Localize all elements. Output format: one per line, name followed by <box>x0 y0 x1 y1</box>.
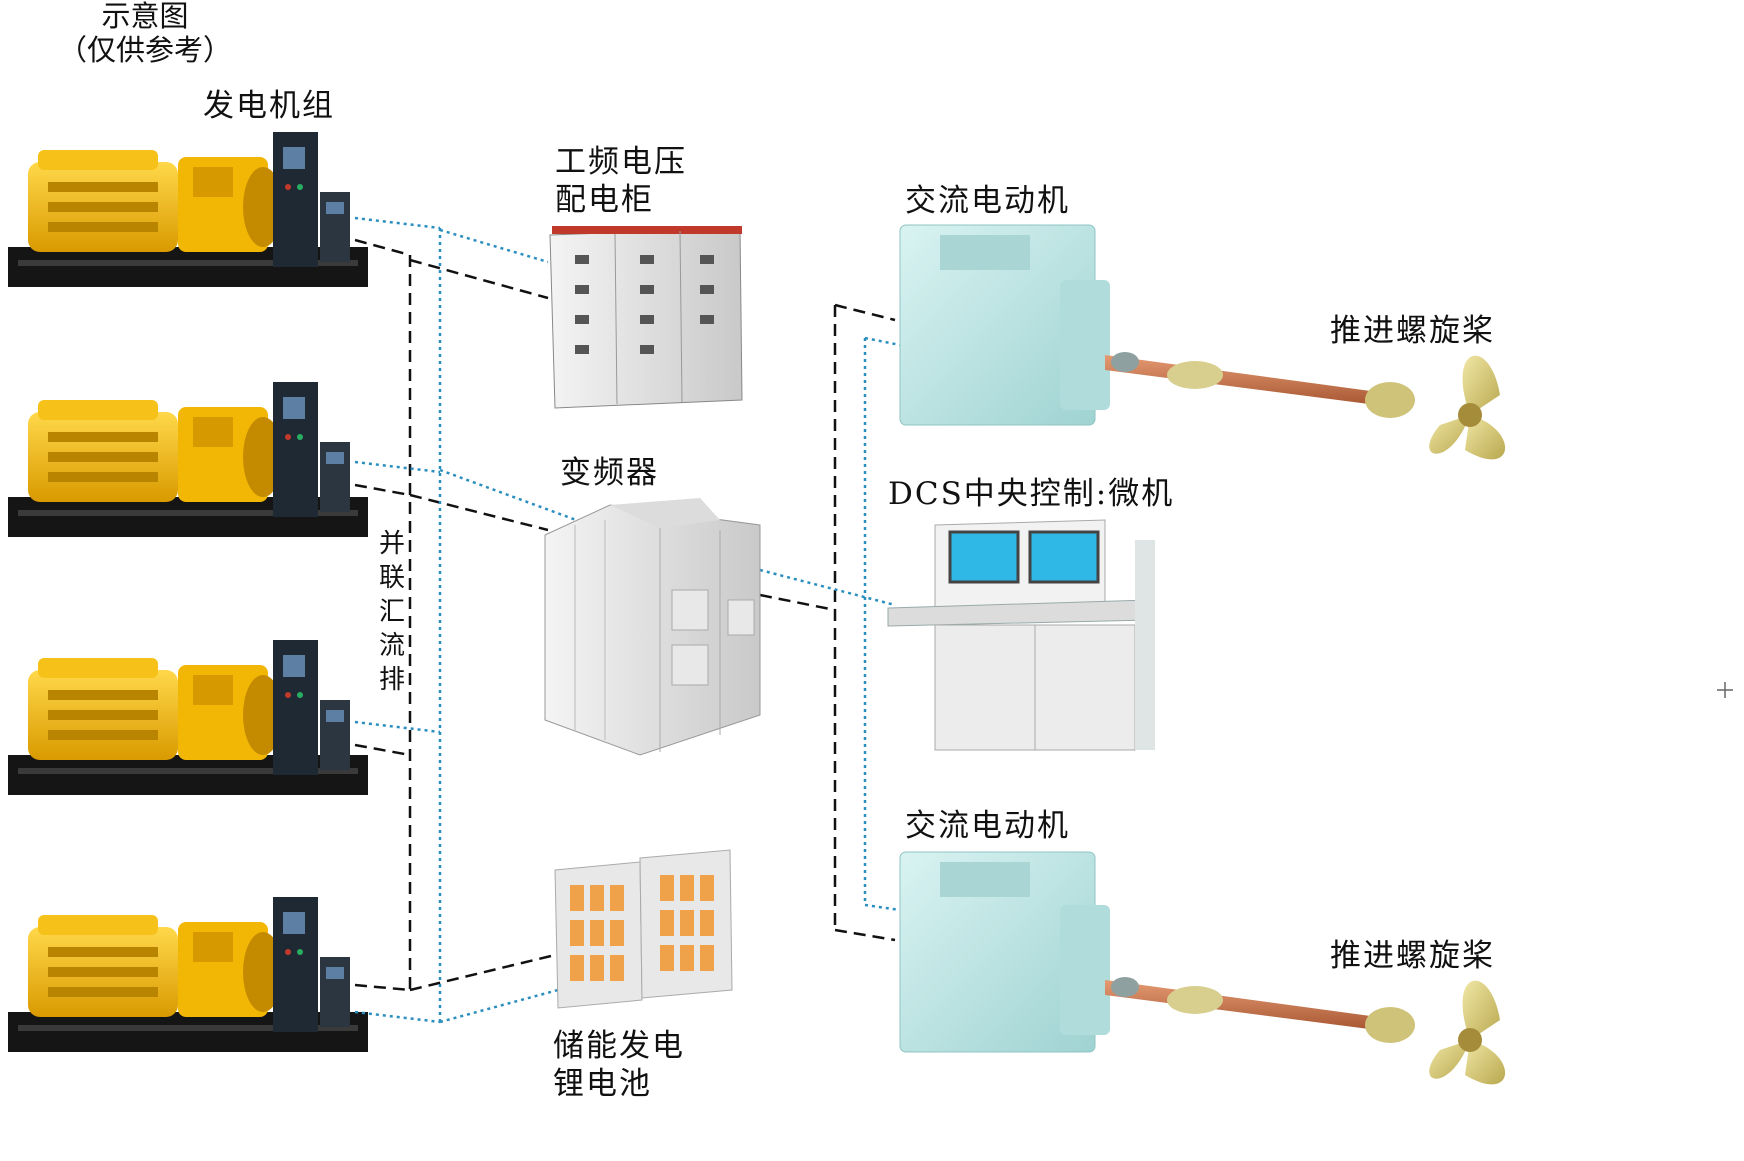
power-lines <box>354 238 896 992</box>
motor-bottom-label: 交流电动机 <box>905 808 1070 844</box>
diagram-title: 示意图 <box>101 0 188 33</box>
propeller-icon <box>1105 352 1506 1085</box>
generator-set-label: 发电机组 <box>203 88 335 124</box>
switchgear-label-line1: 工频电压 <box>555 144 687 180</box>
busbar-char: 流 <box>378 631 405 661</box>
battery-label-line1: 储能发电 <box>553 1028 685 1064</box>
battery-icon <box>554 849 733 1009</box>
vfd-label: 变频器 <box>560 455 659 491</box>
dcs-label: DCS中央控制:微机 <box>888 476 1175 512</box>
motor-top-label: 交流电动机 <box>905 183 1070 219</box>
busbar-label: 并 联 汇 流 排 <box>377 527 407 697</box>
propeller-bottom-label: 推进螺旋桨 <box>1330 938 1495 974</box>
control-console-icon <box>887 519 1155 751</box>
plus-icon <box>1717 682 1733 698</box>
switchgear-label-line2: 配电柜 <box>555 182 654 218</box>
busbar-char: 排 <box>378 665 405 695</box>
generator-icon <box>8 132 368 1052</box>
busbar-char: 联 <box>378 563 405 593</box>
battery-label-line2: 锂电池 <box>553 1066 652 1102</box>
propeller-top-label: 推进螺旋桨 <box>1330 313 1495 349</box>
diagram-subtitle: （仅供参考） <box>58 33 232 67</box>
busbar-char: 并 <box>378 529 405 559</box>
signal-lines <box>354 216 901 1024</box>
vfd-icon <box>544 498 761 756</box>
busbar-char: 汇 <box>378 597 405 627</box>
switchgear-icon <box>549 226 743 409</box>
motor-icon <box>899 224 1110 1053</box>
